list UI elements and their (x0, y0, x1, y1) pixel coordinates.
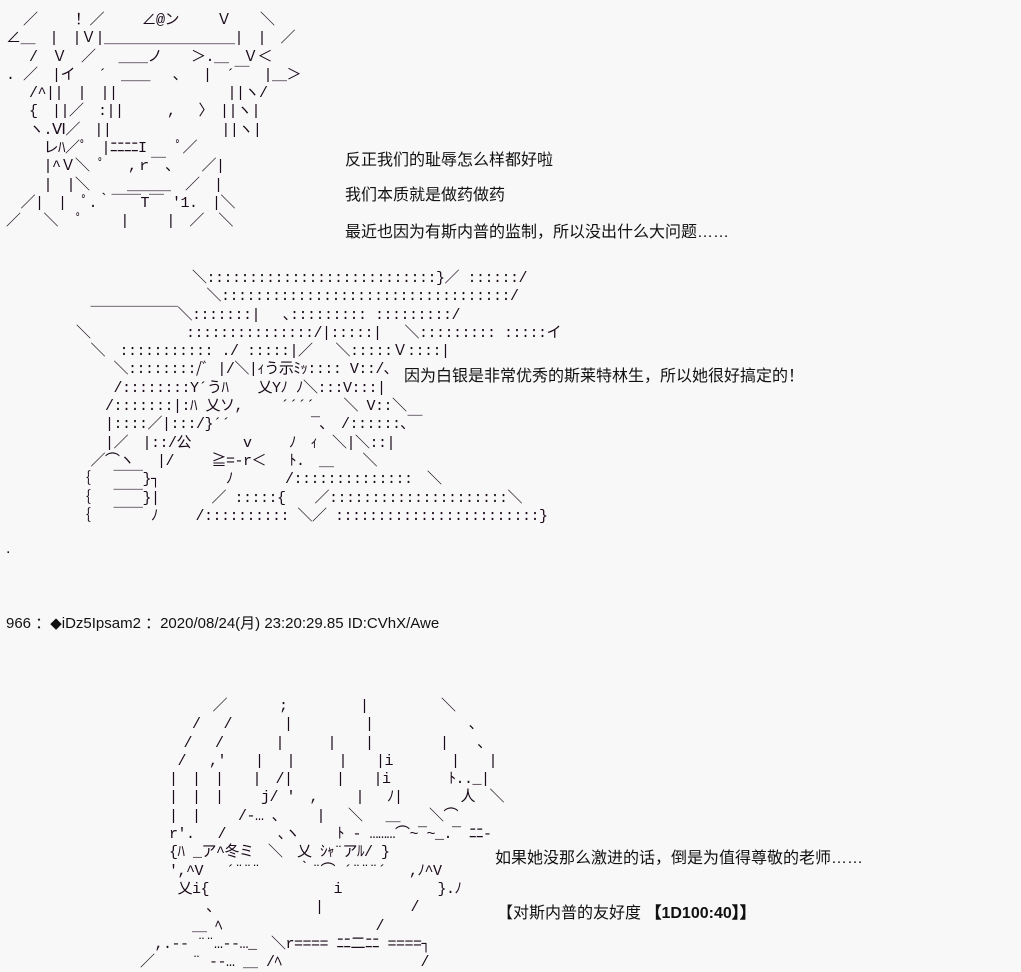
ascii-art-line: . ／ |イ ´ ＿＿ ､ | ´￣ |＿＞ (6, 66, 302, 84)
ascii-art-line: ＼::::::::::::::::::::::::::::::::::/ (76, 288, 520, 306)
ascii-art-line: r'. / ､ヽ ﾄ - ………⌒~¯~_.¯ ﾆﾆ‐ (140, 826, 492, 844)
ascii-art-line: ／⌒ヽ |/ ≧=‐r＜ ﾄ. ＿ ＼ (76, 452, 378, 470)
ascii-art-line: ,.-‐ ¨¨…‐‐…_ ＼r==== ﾆﾆ二ﾆﾆ ====┐ (140, 935, 431, 953)
ascii-art-line: {ﾊ _ア^冬ミ ＼ 乂 ｼｬ¨アﾙ/ } (140, 844, 390, 862)
ascii-art-line: | | /‐… ､ | ＼ ＿ ＼⌒ (140, 807, 459, 825)
post2-line-1: 因为白银是非常优秀的斯莱特林生，所以她很好搞定的！ (404, 368, 805, 385)
ascii-art-line: ｛ ￣￣}┐ ﾉ /:::::::::::::: ＼ (76, 471, 442, 489)
ascii-art-line: / ,' | | | |i | | (140, 752, 498, 770)
ascii-art-line: ／ ; | ＼ (140, 698, 457, 715)
ascii-art-line: |／ |::/公 v ﾉ ｨ ＼|＼::| (76, 434, 396, 452)
ascii-art-line: ＼ ::::::::::: ./ :::::|／ ＼:::::Ｖ::::| (76, 343, 451, 361)
ascii-art-line: |^Ｖ＼ ﾟ ,ｒ￣､ ／| (6, 158, 226, 176)
post1-line-3: 最近也因为有斯内普的监制，所以没出什么大问题…… (345, 224, 730, 241)
post1-line-1: 反正我们的耻辱怎么样都好啦 (345, 152, 554, 169)
ascii-art-line: | | | | /| | |i ﾄ.._| (140, 771, 490, 789)
ascii-art-line: / Ｖ ／ ＿＿ノ ＞.＿ Ｖ＜ (6, 48, 273, 66)
ascii-art-line: ＼ :::::::::::::::/|:::::| ＼::::::::: :::… (76, 324, 562, 342)
ascii-art-line: /::::::::Y´うﾊ 乂Yﾉ ﾉ＼:::V:::| (76, 379, 387, 397)
ascii-art-line: レﾊ／ﾟ |ﾆﾆﾆﾆI ﾟ／ (6, 140, 198, 158)
ascii-art-line: ／ ！／ ∠@ン Ｖ ＼ (6, 12, 275, 29)
ascii-art-line: | | | j/ ' , | ﾉ| 人 ＼ (140, 789, 505, 807)
ascii-art-line: /^|| | || ||ヽ/ (6, 85, 268, 103)
stray-dot: . (6, 540, 11, 557)
dice-label: 【对斯内普的友好度 (497, 905, 642, 922)
ascii-art-line: | |＼ ＿＿＿ ／ | (6, 176, 224, 194)
ascii-art-line: / / | | ､ (140, 716, 477, 734)
ascii-art-line: ／ ¨ ‐‐… ＿ /ﾍ / (140, 954, 430, 972)
ascii-art-line: ／ ＼ ﾟ | | ／ ＼ (6, 213, 233, 231)
ascii-art-post1: ／ ！／ ∠@ン Ｖ ＼∠＿ | |Ｖ|＿＿＿＿＿＿＿＿＿| | ／ / Ｖ ／… (6, 12, 302, 232)
dice-roll: 【对斯内普的友好度 【1D100:40】】 (497, 899, 756, 923)
ascii-art-line: ｛ ￣￣}| ／ :::::{ ／:::::::::::::::::::::＼ (76, 489, 523, 507)
ascii-art-line: ､ | / (140, 899, 420, 917)
ascii-art-line: ',^V ´¨¨¨ ｀¨⌒ ´¨¨¨´ ,ﾉ^V (140, 862, 442, 880)
ascii-art-line: ＼:::::::::::::::::::::::::::}／ ::::::/ (76, 270, 528, 287)
ascii-art-line: ＿ ﾍ / (140, 917, 385, 935)
ascii-art-post3: ／ ; | ＼ / / | | ､ / / | | | | ､ / ,' | |… (140, 698, 505, 972)
ascii-art-line: 乂i{ i }.ﾉ (140, 880, 463, 898)
ascii-art-line: ヽ.Ⅵ／ || ||ヽ| (6, 121, 262, 139)
dice-result: 【1D100:40】】 (645, 905, 756, 922)
ascii-art-post2: ＼:::::::::::::::::::::::::::}／ ::::::/ ＼… (76, 270, 562, 526)
ascii-art-line: /:::::::|:ﾊ 乂ソ, ´´´´ ＼ V::＼ (76, 398, 407, 416)
ascii-art-line: ／| | ﾟ.｀￣￣T￣ '1. |＼ (6, 194, 236, 212)
ascii-art-line: |::::／|:::/}´´ ¯､ /::::::､￣ (76, 416, 423, 434)
ascii-art-line: { ||／ :|| , 〉 ||ヽ| (6, 103, 261, 121)
ascii-art-line: ＼::::::::/ﾞ |/＼|ｨう示ﾐｯ:::: V::/､ (76, 361, 392, 379)
ascii-art-line: ∠＿ | |Ｖ|＿＿＿＿＿＿＿＿＿| | ／ (6, 30, 296, 48)
ascii-art-line: / / | | | | ､ (140, 734, 486, 752)
post3-line-1: 如果她没那么激进的话，倒是为值得尊敬的老师…… (495, 850, 864, 867)
post1-line-2: 我们本质就是做药做药 (345, 187, 506, 204)
ascii-art-line: ｛ ￣￣ ﾉ /:::::::::: ＼／ ::::::::::::::::::… (76, 507, 548, 525)
post-header: 966 ：◆iDz5Ipsam2 ：2020/08/24(月) 23:20:29… (6, 615, 440, 632)
ascii-art-line: ￣￣￣￣￣￣＼:::::::| ､::::::::: :::::::::/ (76, 306, 461, 324)
